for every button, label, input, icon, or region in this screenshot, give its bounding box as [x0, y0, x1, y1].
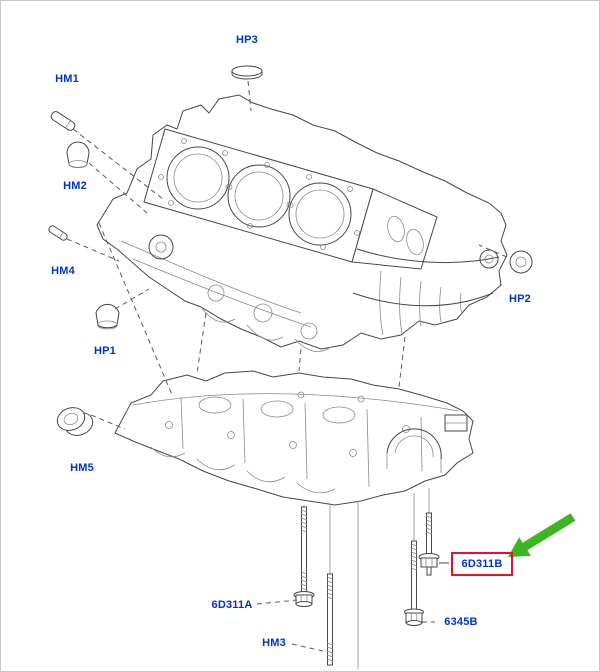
dowel-hm4 [48, 225, 68, 241]
callout-hm3: HM3 [262, 637, 286, 649]
assembly-axis-lines [303, 488, 430, 669]
callout-hp1: HP1 [94, 345, 116, 357]
callout-hm4: HM4 [51, 265, 75, 277]
callout-hm2: HM2 [63, 180, 87, 192]
plug-hp2 [509, 250, 533, 274]
callout-hm5: HM5 [70, 462, 94, 474]
callout-hp3: HP3 [236, 34, 258, 46]
main-bearing-arch [386, 428, 442, 460]
plug-hp1 [95, 304, 120, 330]
plug-hm2 [66, 141, 90, 168]
hp2-plug-seat [479, 249, 499, 269]
bolt-6345b [404, 540, 424, 626]
leader-lines [66, 80, 508, 652]
callout-6d311b: 6D311B [461, 558, 503, 570]
engine-block-upper [96, 94, 508, 352]
callout-hp2: HP2 [509, 293, 531, 305]
front-face-ribs [352, 248, 500, 336]
engine-block-lower [114, 370, 474, 506]
pointer-arrow-icon [508, 513, 576, 557]
stud-6d311a [293, 506, 315, 607]
bushing-hm5 [56, 407, 94, 436]
stud-6d311b [418, 512, 440, 576]
plug-hp3 [231, 65, 263, 80]
callout-6d311a: 6D311A [211, 599, 253, 611]
dowel-hm1 [50, 111, 76, 131]
left-face-details [120, 234, 499, 340]
crankcase-scallops [200, 306, 332, 352]
deck-bolt-holes [158, 138, 360, 250]
cylinder-bores [166, 146, 352, 246]
callout-6345b: 6345B [444, 616, 478, 628]
stud-hm3 [326, 573, 334, 666]
callout-hm1: HM1 [55, 73, 79, 85]
highlight-box: 6D311B [451, 552, 513, 576]
